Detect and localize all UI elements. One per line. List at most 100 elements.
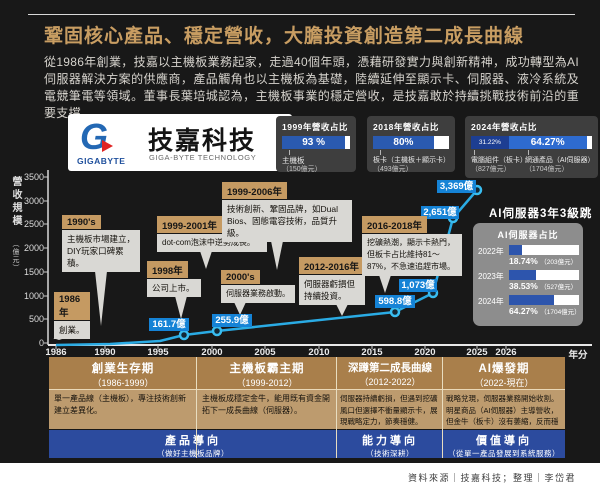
annotation-text: 伺服器業務啟動。 (221, 285, 295, 303)
connector-line (474, 150, 475, 155)
stat-label-row: 電腦組件（板卡） （827億元） 網通產品（AI伺服器） （1704億元） (471, 149, 595, 174)
annotation-period: 2016-2018年 (362, 216, 427, 233)
ai-share-row: 2023年 38.53% （527億元） (478, 269, 579, 293)
phase-header: AI爆發期 （2022-現在） (443, 357, 565, 389)
direction-sub: （從單一產品發展到系統服務） (448, 449, 560, 458)
phase-title: 創業生存期 (91, 363, 155, 375)
stat-label: 主機板 (282, 156, 305, 165)
ai-row-year: 2023年 (478, 272, 504, 281)
phase-header: 主機板霸主期 （1999-2012） (197, 357, 337, 389)
annotation-period: 2012-2016年 (299, 257, 364, 274)
table-divider (442, 357, 443, 458)
annotation-pointer (200, 251, 212, 269)
annotation-text: 技術創新、鞏固品牌，如Dual Bios、固態電容技術，品質升級。 (222, 200, 352, 242)
phase-years: （1999-2012） (236, 378, 298, 388)
phase-years: （1986-1999） (92, 378, 154, 388)
x-tick-label: 2015 (361, 347, 383, 358)
annotation-pointer (379, 275, 391, 293)
phase-years: （2022-現在） (474, 378, 534, 388)
phase-header: 創業生存期 （1986-1999） (49, 357, 197, 389)
stat-amount: （493億元） (373, 166, 413, 173)
phase-title: 主機板霸主期 (229, 363, 305, 375)
direction-label: 價值導向 (476, 435, 532, 447)
annotation-pointer (175, 296, 187, 319)
stat-box-2024: 2024年營收占比 31.22% 64.27% 電腦組件（板卡） （827億元）… (465, 116, 598, 178)
stat-title: 1999年營收占比 (282, 122, 348, 132)
data-point-label: 161.7億 (149, 318, 189, 331)
ai-row-amount: （203億元） (540, 259, 578, 266)
ai-share-row: 2024年 64.27% （1704億元） (478, 294, 581, 318)
phase-column-ai-boom: AI爆發期 （2022-現在） 戰略兌現，伺服器業務開始收割。明星商品（AI伺服… (443, 357, 565, 429)
direction-sub: （技術深耕） (366, 449, 414, 458)
stat-title: 2024年營收占比 (471, 122, 537, 132)
stat-label: 網通產品（AI伺服器） (524, 157, 595, 164)
phase-column-second-curve: 深蹲第二成長曲線 （2012-2022） 伺服器持續虧損，但遇到挖礦風口但選擇不… (337, 357, 443, 429)
ai-row-amount: （527億元） (540, 284, 578, 291)
revenue-share-bar: 93 % (282, 136, 350, 149)
revenue-share-bar: 31.22% 64.27% (471, 136, 592, 149)
direction-label: 產品導向 (165, 435, 221, 447)
timeline-annotation: 1986年創業。 (54, 292, 90, 339)
y-axis-title: 營收規模 (10, 176, 21, 228)
ai-row-amount: （1704億元） (540, 309, 581, 316)
y-tick-label: 1500 (23, 267, 44, 277)
stat-label: 電腦組件（板卡） (471, 157, 527, 164)
intro-paragraph: 從1986年創業，技嘉以主機板業務起家，走過40個年頭，憑藉研發實力與創新精神，… (44, 55, 579, 120)
header-rule (28, 14, 575, 15)
data-point-marker (178, 329, 190, 341)
direction-label: 能力導向 (362, 435, 418, 447)
annotation-pointer (95, 271, 107, 326)
ai-row-pct: 18.74% （203億元） (509, 256, 578, 266)
gigabyte-red-wedge-icon (102, 140, 113, 152)
y-tick-label: 500 (28, 314, 44, 324)
stat-label-group: 電腦組件（板卡） （827億元） (471, 149, 527, 174)
bar-fill (509, 270, 536, 280)
y-tick-label: 1000 (23, 291, 44, 301)
bar-fill-components: 31.22% (471, 136, 509, 149)
direction-bar-capability: 能力導向 （技術深耕） (337, 430, 443, 458)
stat-amount: （150億元） (282, 166, 322, 173)
x-tick-label: 2025 (466, 347, 488, 358)
ai-share-row: 2022年 18.74% （203億元） (478, 244, 579, 268)
data-point-label: 3,369億 (437, 180, 476, 193)
bar-fill: 93 % (282, 136, 346, 149)
gigabyte-brand-text: GIGABYTE (77, 156, 126, 166)
phase-title: AI爆發期 (478, 363, 530, 375)
x-tick-label: 2005 (254, 347, 276, 358)
ai-share-bar (509, 295, 579, 305)
phase-column-startup: 創業生存期 （1986-1999） 單一產品線（主機板），專注技術創新建立差異化… (49, 357, 197, 429)
data-point-marker (211, 325, 223, 337)
page-title: 鞏固核心產品、穩定營收，大膽投資創造第二成長曲線 (44, 26, 525, 47)
bar-fill (509, 295, 554, 305)
bar-fill: 80% (373, 136, 434, 149)
x-tick-label: 1986 (45, 347, 67, 358)
direction-bar-value: 價值導向 （從單一產品發展到系統服務） (443, 430, 565, 458)
phase-description: 單一產品線（主機板），專注技術創新建立差異化。 (49, 389, 197, 429)
table-divider (336, 357, 337, 458)
connector-line (289, 150, 290, 155)
y-axis-unit: （億元） (12, 240, 19, 272)
ai-row-year: 2022年 (478, 247, 504, 256)
x-tick-label: 2020 (414, 347, 436, 358)
annotation-period: 1998年 (147, 261, 188, 278)
annotation-text: 公司上市。 (147, 279, 201, 297)
stat-label: 板卡（主機板＋顯示卡） (373, 157, 450, 164)
stat-title: 2018年營收占比 (373, 122, 439, 132)
annotation-text: 創業。 (54, 321, 90, 339)
y-tick-label: 3500 (23, 172, 44, 182)
y-tick-label: 2000 (23, 243, 44, 253)
y-tick-label: 2500 (23, 219, 44, 229)
x-tick-label: 2026 (495, 347, 517, 358)
phase-column-mainboard: 主機板霸主期 （1999-2012） 主機板成穩定金牛，能用既有資金開拓下一成長… (197, 357, 337, 429)
timeline-annotation: 1998年公司上市。 (147, 261, 201, 297)
footer-strip: 資料來源｜技嘉科技；整理｜李岱君 (0, 463, 600, 491)
ai-row-pct: 38.53% （527億元） (509, 281, 578, 291)
annotation-period: 2000's (221, 270, 260, 284)
annotation-pointer (271, 241, 283, 270)
credit-line: 資料來源｜技嘉科技；整理｜李岱君 (407, 473, 576, 483)
revenue-share-bar: 80% (373, 136, 449, 149)
phase-header: 深蹲第二成長曲線 （2012-2022） (337, 357, 443, 389)
annotation-text: 挖礦熱潮，顯示卡熱門，但板卡占比維持81～87%，不急速追趕市場。 (362, 234, 462, 276)
